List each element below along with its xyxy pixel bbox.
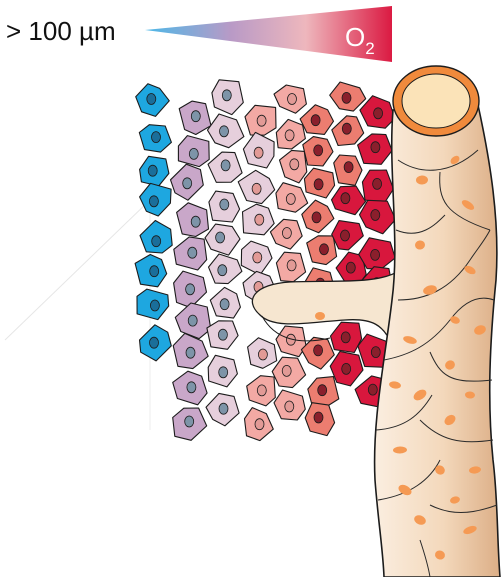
cell-nucleus	[285, 130, 294, 141]
cell-nucleus	[255, 419, 264, 430]
cell-nucleus	[191, 216, 200, 227]
cell-nucleus	[371, 347, 380, 358]
cell-nucleus	[342, 363, 351, 374]
cell-nucleus	[373, 178, 382, 189]
tumor-cell-cluster	[135, 80, 396, 441]
cell-nucleus	[320, 244, 329, 255]
cell-nucleus	[252, 183, 261, 194]
cell-nucleus	[150, 266, 159, 277]
cell-nucleus	[371, 249, 380, 260]
blood-vessel	[375, 66, 500, 577]
cell-nucleus	[368, 384, 377, 395]
cell-nucleus	[341, 193, 350, 204]
capillary-branch	[252, 270, 400, 345]
cell-nucleus	[341, 332, 350, 343]
cell-nucleus	[254, 147, 263, 158]
cell-nucleus	[183, 178, 192, 189]
cell-nucleus	[287, 260, 296, 271]
cell-nucleus	[186, 284, 195, 295]
oxygen-label-main: O	[345, 22, 365, 52]
cell-nucleus	[149, 196, 158, 207]
cell-nucleus	[312, 212, 321, 223]
cell-nucleus	[148, 165, 157, 176]
cell-nucleus	[342, 123, 351, 134]
cell-nucleus	[219, 367, 228, 378]
cell-nucleus	[342, 92, 351, 103]
distance-label: > 100 µm	[6, 16, 116, 46]
red-blood-cell	[315, 312, 325, 320]
cell-nucleus	[218, 329, 227, 340]
cell-nucleus	[311, 115, 320, 126]
cell-nucleus	[147, 94, 156, 105]
cell-nucleus	[221, 160, 230, 171]
cell-nucleus	[216, 232, 225, 243]
cell-nucleus	[285, 401, 294, 412]
cell-nucleus	[371, 142, 380, 153]
cell-nucleus	[314, 345, 323, 356]
cell-nucleus	[255, 214, 264, 225]
cell-nucleus	[220, 299, 229, 310]
cell-nucleus	[219, 403, 228, 414]
cell-nucleus	[220, 199, 229, 210]
cell-nucleus	[290, 159, 299, 170]
cell-nucleus	[288, 94, 297, 105]
cell-nucleus	[371, 210, 380, 221]
vessel-body	[375, 105, 500, 577]
cell-nucleus	[253, 252, 262, 263]
cell-nucleus	[191, 111, 200, 122]
vessel-lumen	[402, 74, 470, 128]
cell-nucleus	[318, 385, 327, 396]
guide-line	[5, 200, 150, 340]
cell-nucleus	[282, 228, 291, 239]
cell-nucleus	[314, 179, 323, 190]
cell-nucleus	[286, 194, 295, 205]
cell-nucleus	[152, 236, 161, 247]
cell-nucleus	[218, 265, 227, 276]
branch-vessel	[252, 270, 400, 345]
cell-nucleus	[282, 365, 291, 376]
cell-nucleus	[186, 347, 195, 358]
cell-nucleus	[187, 382, 196, 393]
cell-nucleus	[220, 126, 229, 137]
cell-nucleus	[374, 108, 383, 119]
cell-nucleus	[222, 90, 231, 101]
cell-nucleus	[152, 132, 161, 143]
cell-nucleus	[341, 230, 350, 241]
cell-nucleus	[344, 162, 353, 173]
cell-nucleus	[150, 337, 159, 348]
cell-nucleus	[150, 300, 159, 311]
cell-nucleus	[189, 148, 198, 159]
cell-nucleus	[188, 315, 197, 326]
cell-nucleus	[258, 349, 267, 360]
cell-nucleus	[314, 145, 323, 156]
cell-nucleus	[185, 416, 194, 427]
cell-nucleus	[257, 115, 266, 126]
cell-nucleus	[346, 262, 355, 273]
oxygen-label-subscript: 2	[365, 39, 374, 58]
cell-nucleus	[188, 247, 197, 258]
cell-nucleus	[314, 412, 323, 423]
cell-nucleus	[257, 385, 266, 396]
